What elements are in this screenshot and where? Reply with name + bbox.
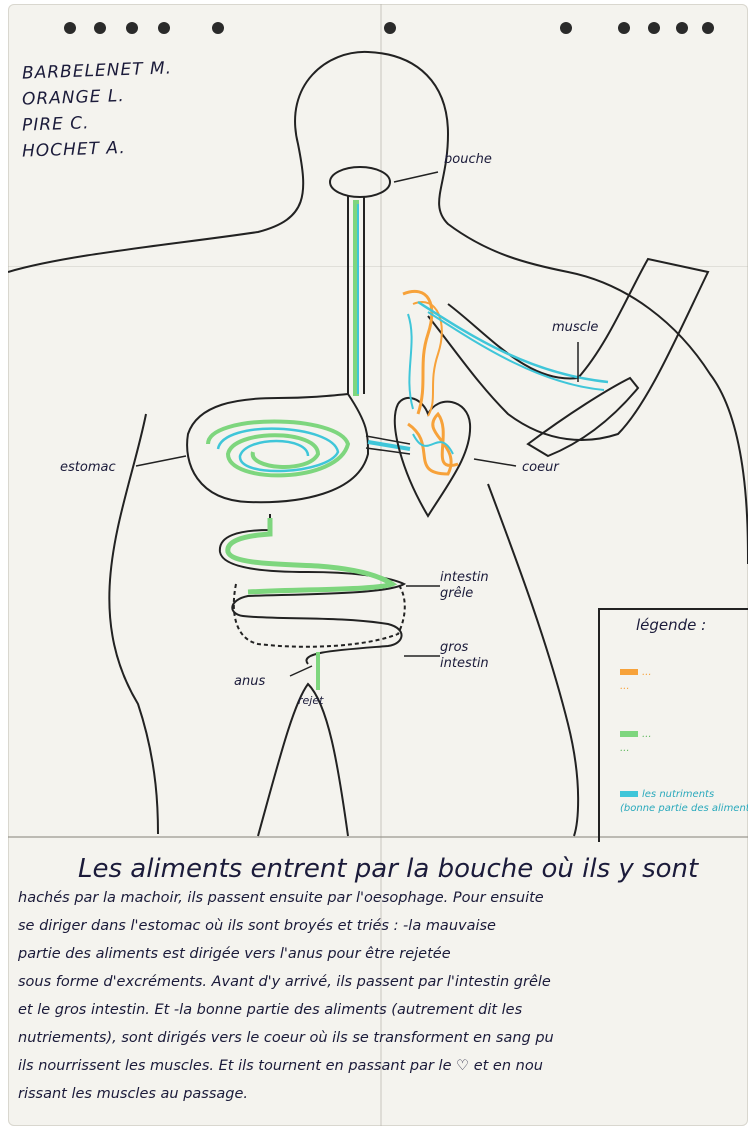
paragraph-line: ils nourrissent les muscles. Et ils tour…: [18, 1052, 748, 1080]
paragraph-line: rissant les muscles au passage.: [18, 1080, 748, 1108]
label-line: intestin: [440, 656, 489, 672]
label-muscle: muscle: [552, 320, 598, 335]
paragraph-line: partie des aliments est dirigée vers l'a…: [18, 940, 748, 968]
arrow-bouche: [394, 172, 438, 182]
arm-outline: [428, 259, 708, 440]
label-anus: anus: [234, 674, 265, 689]
arrow-coeur: [474, 459, 516, 466]
stomach-shape: [187, 394, 368, 502]
label-bouche: bouche: [444, 152, 492, 167]
label-intestin-grele: intestin grêle: [440, 570, 489, 602]
paragraph-line: sous forme d'excréments. Avant d'y arriv…: [18, 968, 748, 996]
right-side-outline: [488, 484, 578, 836]
legend-item: ... ...: [620, 666, 652, 694]
mouth-shape: [330, 167, 390, 197]
paragraph-line: nutriements), sont dirigés vers le coeur…: [18, 1024, 748, 1052]
paragraph-first-line: Les aliments entrent par la bouche où il…: [78, 854, 748, 884]
legend-swatch: [620, 731, 638, 737]
label-line: gros: [440, 640, 489, 656]
paragraph-line: hachés par la machoir, ils passent ensui…: [18, 884, 748, 912]
arrow-estomac: [136, 456, 186, 466]
description-paragraph: Les aliments entrent par la bouche où il…: [18, 854, 748, 1108]
legend-title: légende :: [636, 616, 706, 634]
legend-text: ...: [642, 667, 652, 678]
arrow-anus: [290, 666, 312, 676]
forearm-outline: [528, 378, 638, 456]
legend-swatch: [620, 669, 638, 675]
label-rejet: rejet: [298, 694, 323, 707]
legend-text: les nutriments: [642, 789, 714, 800]
author-names: BARBELENET M. ORANGE L. PIRE C. HOCHET A…: [22, 58, 172, 162]
legend-text: ...: [620, 681, 630, 692]
paragraph-line: se diriger dans l'estomac où ils sont br…: [18, 912, 748, 940]
legend-text: ...: [620, 743, 630, 754]
legend-swatch: [620, 791, 638, 797]
heart-shape: [395, 398, 470, 516]
label-estomac: estomac: [60, 460, 116, 475]
left-side-outline: [109, 414, 158, 834]
legend-text: ...: [642, 729, 652, 740]
legend-item: les nutriments (bonne partie des aliment…: [620, 788, 748, 816]
label-line: grêle: [440, 586, 489, 602]
paragraph-line: et le gros intestin. Et -la bonne partie…: [18, 996, 748, 1024]
poster-sheet: BARBELENET M. ORANGE L. PIRE C. HOCHET A…: [8, 4, 748, 1126]
legend-item: ... ...: [620, 728, 652, 756]
label-coeur: coeur: [522, 460, 559, 475]
label-line: intestin: [440, 570, 489, 586]
author-name: HOCHET A.: [22, 133, 173, 164]
label-gros-intestin: gros intestin: [440, 640, 489, 672]
legend-text: (bonne partie des aliments): [620, 803, 748, 814]
